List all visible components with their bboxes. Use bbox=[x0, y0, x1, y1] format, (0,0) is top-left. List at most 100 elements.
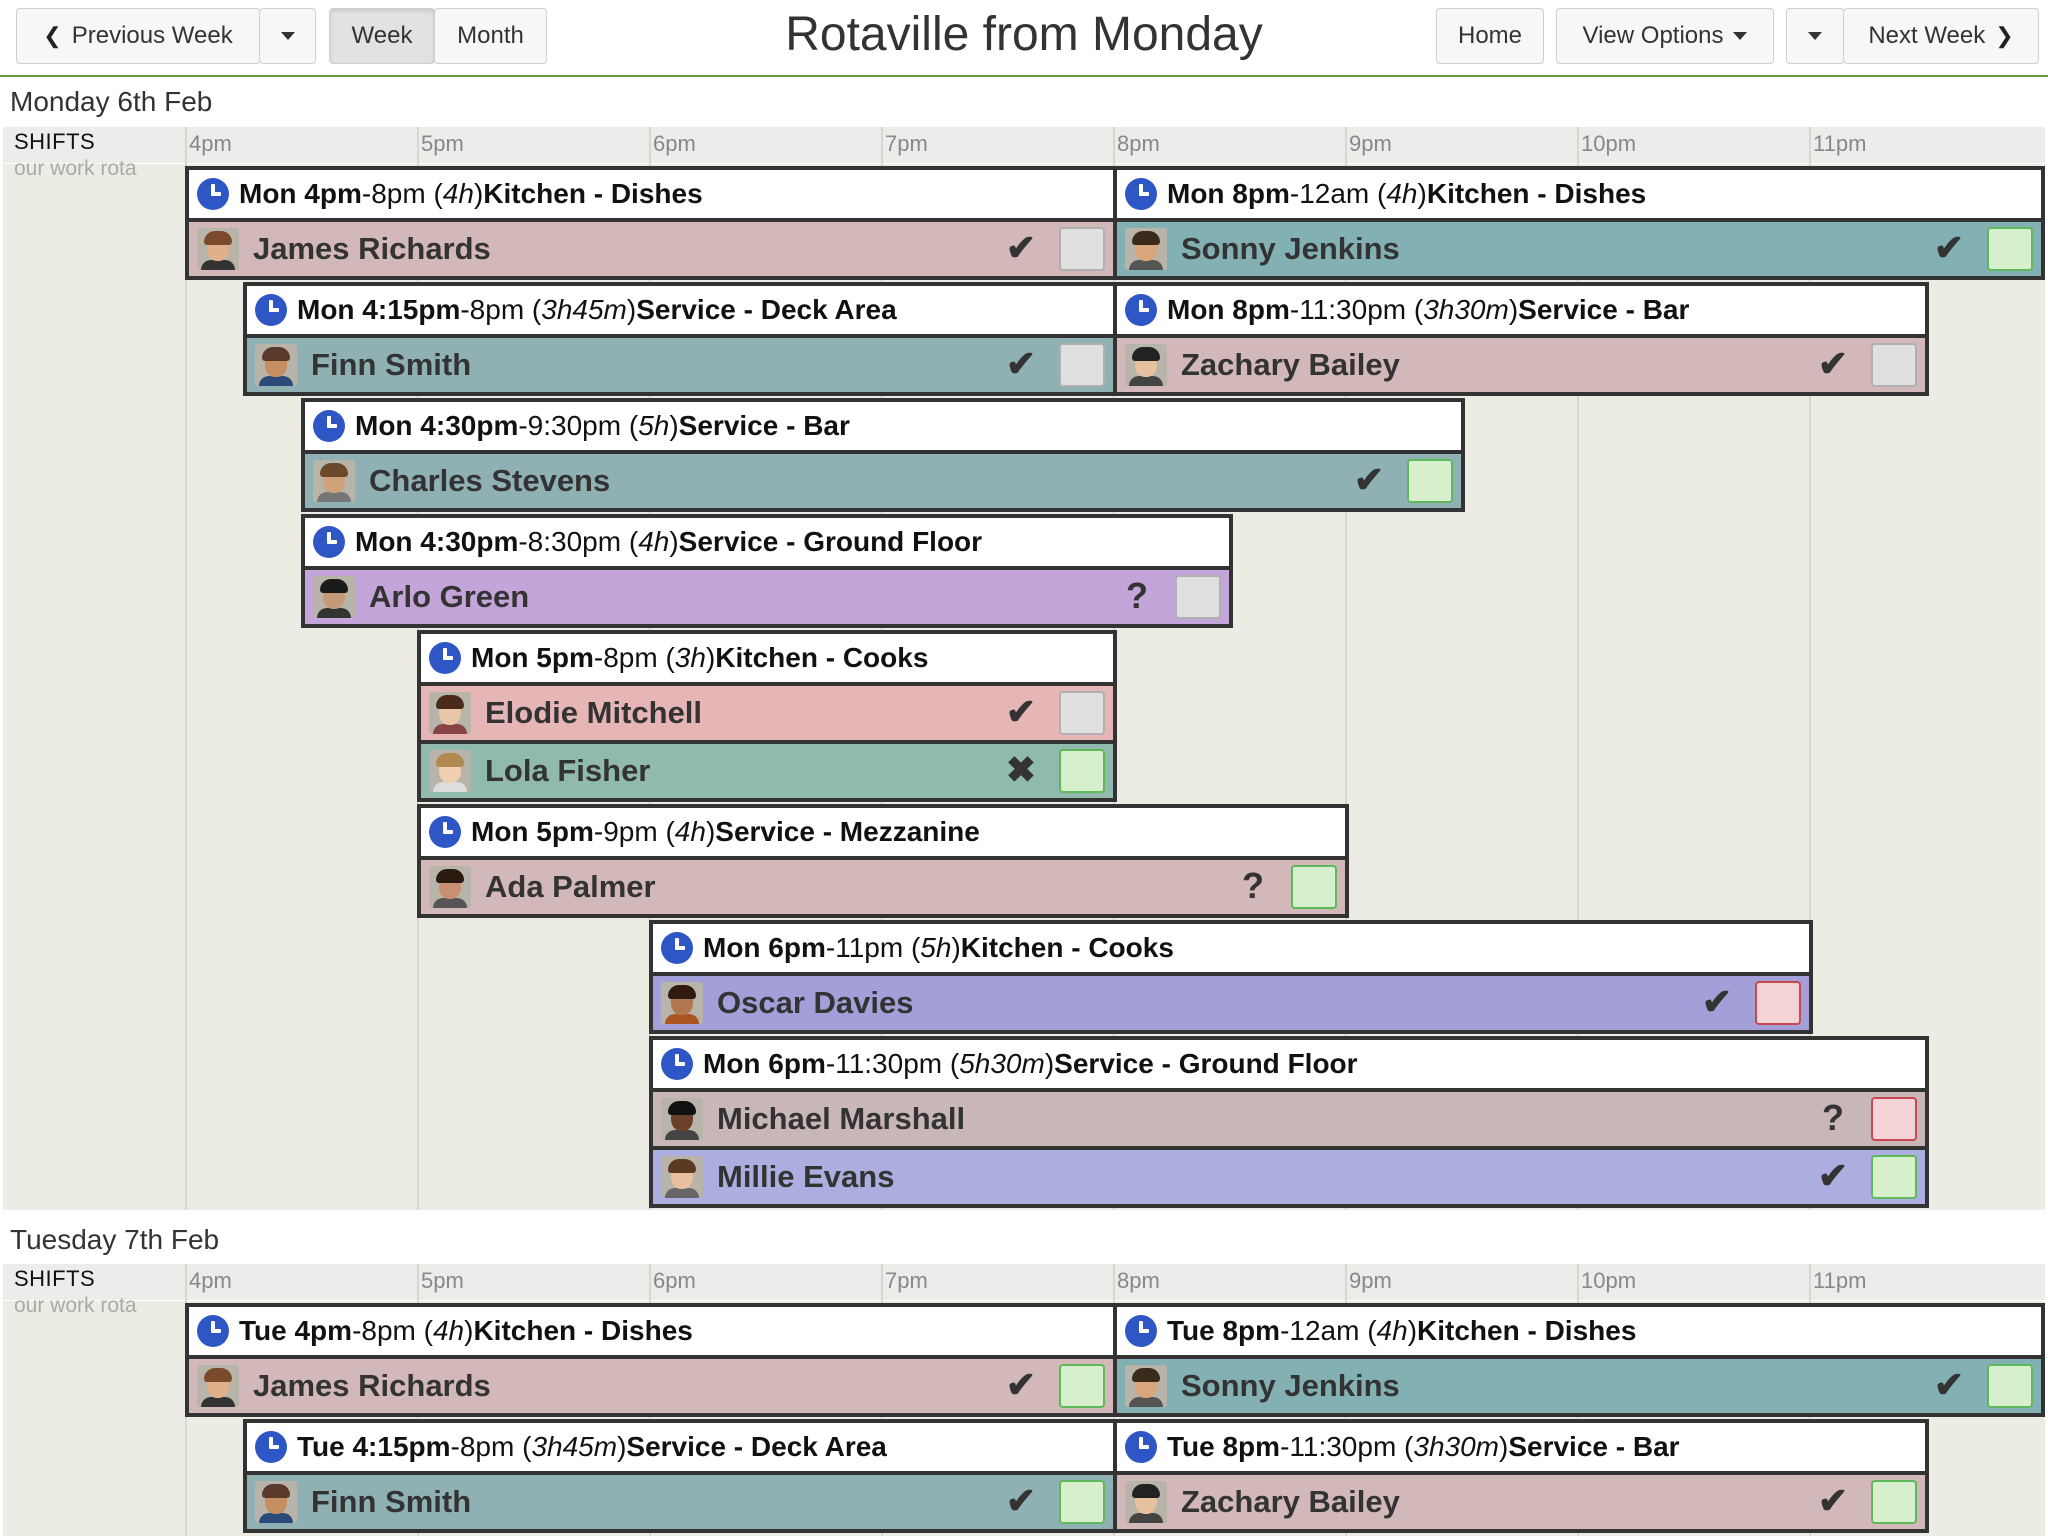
avatar-body bbox=[433, 724, 467, 734]
clock-icon bbox=[1125, 294, 1157, 326]
previous-week-button[interactable]: ❮ Previous Week bbox=[16, 8, 260, 64]
assigned-person[interactable]: Arlo Green? bbox=[305, 570, 1229, 624]
assigned-person[interactable]: Oscar Davies✔ bbox=[653, 976, 1809, 1030]
shift-card[interactable]: Mon 4:30pm-8:30pm (4h) Service - Ground … bbox=[301, 514, 1233, 628]
confirm-checkbox[interactable] bbox=[1291, 865, 1337, 909]
shift-role: Service - Ground Floor bbox=[678, 526, 983, 557]
avatar bbox=[1125, 228, 1167, 270]
shift-card[interactable]: Mon 4:15pm-8pm (3h45m) Service - Deck Ar… bbox=[243, 282, 1117, 396]
assigned-person[interactable]: James Richards✔ bbox=[189, 1359, 1113, 1413]
confirm-checkbox[interactable] bbox=[1871, 343, 1917, 387]
shift-start: Mon 8pm bbox=[1167, 178, 1290, 209]
next-week-dropdown[interactable] bbox=[1786, 8, 1844, 64]
assigned-person[interactable]: Zachary Bailey✔ bbox=[1117, 1475, 1925, 1529]
shift-header[interactable]: Mon 8pm-11:30pm (3h30m) Service - Bar bbox=[1117, 286, 1925, 334]
shift-paren: ) bbox=[705, 816, 716, 847]
confirm-checkbox[interactable] bbox=[1059, 749, 1105, 793]
clock-icon bbox=[255, 1431, 287, 1463]
next-week-button[interactable]: Next Week ❯ bbox=[1843, 8, 2039, 64]
shift-header[interactable]: Mon 4:30pm-9:30pm (5h) Service - Bar bbox=[305, 402, 1461, 450]
assigned-person[interactable]: Sonny Jenkins✔ bbox=[1117, 222, 2041, 276]
avatar bbox=[313, 576, 355, 618]
shift-duration: 5h bbox=[638, 410, 670, 441]
shift-duration: 3h45m bbox=[531, 1431, 618, 1462]
shift-header[interactable]: Mon 4:30pm-8:30pm (4h) Service - Ground … bbox=[305, 518, 1229, 566]
check-icon: ✔ bbox=[1933, 1364, 1965, 1405]
assigned-person[interactable]: Sonny Jenkins ✔ bbox=[1117, 1359, 2041, 1413]
shift-card[interactable]: Mon 6pm-11:30pm (5h30m) Service - Ground… bbox=[649, 1036, 1929, 1208]
confirm-checkbox[interactable] bbox=[1059, 1364, 1105, 1408]
confirm-checkbox[interactable] bbox=[1059, 1480, 1105, 1524]
hour-label: 11pm bbox=[1813, 131, 1867, 156]
confirm-checkbox[interactable] bbox=[1871, 1480, 1917, 1524]
shift-header[interactable]: Mon 4pm-8pm (4h) Kitchen - Dishes bbox=[189, 170, 1113, 218]
week-view-button[interactable]: Week bbox=[329, 8, 435, 64]
shift-start: Mon 6pm bbox=[703, 1048, 826, 1079]
shift-header[interactable]: Mon 4:15pm-8pm (3h45m) Service - Deck Ar… bbox=[247, 286, 1113, 334]
shift-start: Tue 4:15pm bbox=[297, 1431, 451, 1462]
view-options-button[interactable]: View Options bbox=[1556, 8, 1774, 64]
shift-dash: -8pm ( bbox=[361, 178, 443, 209]
avatar-body bbox=[201, 1397, 235, 1407]
shift-role: Service - Ground Floor bbox=[1054, 1048, 1358, 1079]
shift-dash: -11pm ( bbox=[825, 932, 921, 963]
toolbar: ❮ Previous Week Week Month Rotaville fro… bbox=[0, 0, 2048, 77]
shift-header[interactable]: Mon 6pm-11pm (5h) Kitchen - Cooks bbox=[653, 924, 1809, 972]
avatar-hair bbox=[668, 1159, 696, 1173]
confirm-checkbox[interactable] bbox=[1059, 227, 1105, 271]
assigned-person[interactable]: Michael Marshall? bbox=[653, 1092, 1925, 1146]
confirm-checkbox[interactable] bbox=[1987, 1364, 2033, 1408]
confirm-checkbox[interactable] bbox=[1871, 1097, 1917, 1141]
shift-role: Kitchen - Cooks bbox=[960, 932, 1174, 963]
shift-header[interactable]: Mon 8pm-12am (4h) Kitchen - Dishes bbox=[1117, 170, 2041, 218]
hour-label: 9pm bbox=[1349, 1268, 1392, 1293]
shift-header[interactable]: Mon 5pm-8pm (3h) Kitchen - Cooks bbox=[421, 634, 1113, 682]
shift-header[interactable]: Tue 4pm-8pm (4h) Kitchen - Dishes bbox=[189, 1307, 1113, 1355]
assigned-person[interactable]: Elodie Mitchell✔ bbox=[421, 686, 1113, 740]
person-name: Arlo Green bbox=[369, 579, 530, 614]
confirm-checkbox[interactable] bbox=[1175, 575, 1221, 619]
person-name: Sonny Jenkins bbox=[1181, 1368, 1400, 1403]
confirm-checkbox[interactable] bbox=[1755, 981, 1801, 1025]
confirm-checkbox[interactable] bbox=[1059, 343, 1105, 387]
assigned-person[interactable]: Ada Palmer? bbox=[421, 860, 1345, 914]
assigned-person[interactable]: Finn Smith✔ bbox=[247, 1475, 1113, 1529]
shift-header[interactable]: Mon 6pm-11:30pm (5h30m) Service - Ground… bbox=[653, 1040, 1925, 1088]
confirm-checkbox[interactable] bbox=[1407, 459, 1453, 503]
shift-role: Service - Mezzanine bbox=[715, 816, 980, 847]
assigned-person[interactable]: Zachary Bailey✔ bbox=[1117, 338, 1925, 392]
shifts-sublabel: our work rota bbox=[14, 1294, 137, 1317]
confirm-checkbox[interactable] bbox=[1059, 691, 1105, 735]
assigned-person[interactable]: Millie Evans✔ bbox=[653, 1150, 1925, 1204]
check-icon: ✔ bbox=[1817, 1155, 1849, 1196]
shift-header[interactable]: Tue 4:15pm-8pm (3h45m) Service - Deck Ar… bbox=[247, 1423, 1113, 1471]
assigned-person[interactable]: Finn Smith✔ bbox=[247, 338, 1113, 392]
shift-header[interactable]: Tue 8pm-12am (4h) Kitchen - Dishes bbox=[1117, 1307, 2041, 1355]
avatar-body bbox=[665, 1014, 699, 1024]
shift-header[interactable]: Mon 5pm-9pm (4h) Service - Mezzanine bbox=[421, 808, 1345, 856]
shift-header[interactable]: Tue 8pm-11:30pm (3h30m) Service - Bar bbox=[1117, 1423, 1925, 1471]
assigned-person[interactable]: Lola Fisher✖ bbox=[421, 744, 1113, 798]
month-view-button[interactable]: Month bbox=[434, 8, 547, 64]
clock-icon bbox=[1125, 1315, 1157, 1347]
confirm-checkbox[interactable] bbox=[1871, 1155, 1917, 1199]
person-name: Lola Fisher bbox=[485, 753, 651, 788]
assigned-person[interactable]: James Richards✔ bbox=[189, 222, 1113, 276]
shift-paren: ) bbox=[473, 178, 484, 209]
shift-card[interactable]: Tue 4:15pm-8pm (3h45m) Service - Deck Ar… bbox=[243, 1419, 1117, 1533]
previous-week-dropdown[interactable] bbox=[259, 8, 316, 64]
home-button[interactable]: Home bbox=[1436, 8, 1544, 64]
assigned-person[interactable]: Charles Stevens✔ bbox=[305, 454, 1461, 508]
check-icon: ✔ bbox=[1817, 343, 1849, 384]
confirm-checkbox[interactable] bbox=[1987, 227, 2033, 271]
